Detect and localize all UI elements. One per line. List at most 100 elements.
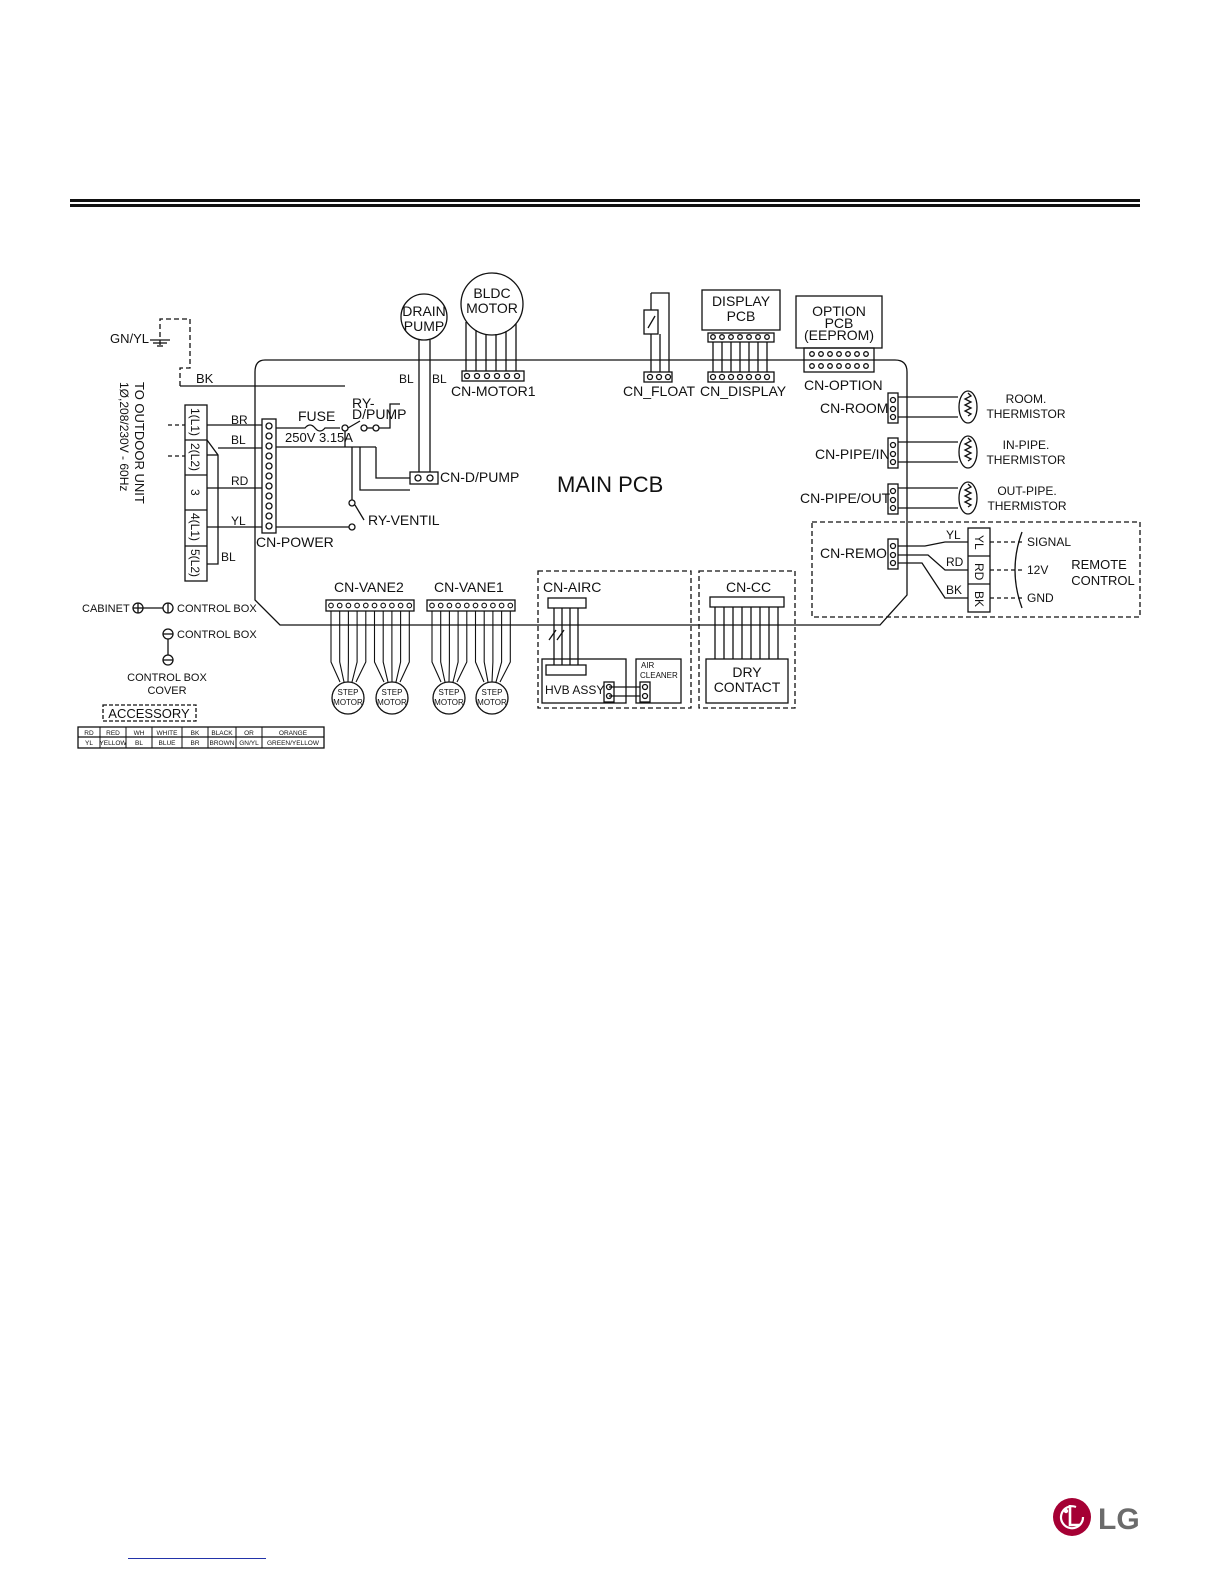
vane-connector-pin: [328, 602, 334, 609]
wire-label-bk: BK: [196, 371, 214, 386]
vane-connector-pin: [345, 602, 352, 609]
vane-connector-pin: [406, 602, 413, 609]
cn-pipe-out-label: CN-PIPE/OUT: [800, 490, 891, 506]
hvb-assy-label: HVB ASSY: [545, 683, 604, 697]
cn-dpump-label: CN-D/PUMP: [440, 469, 519, 485]
wire-label-rd: RD: [231, 474, 249, 488]
terminal-label-5: 5(L2): [188, 549, 202, 577]
air-cleaner-label: AIR: [641, 661, 655, 670]
control-box-cover-label-2: COVER: [147, 685, 186, 697]
bldc-motor-label: BLDC: [473, 285, 510, 301]
pipe-in-thermistor-label: IN-PIPE.: [1003, 438, 1050, 452]
display-pcb-label: DISPLAY: [712, 293, 771, 309]
wire-label-br: BR: [231, 413, 248, 427]
dry-contact-label-2: CONTACT: [714, 679, 781, 695]
vane-connector-pin: [371, 602, 378, 609]
ry-dpump-label-2: D/PUMP: [352, 406, 406, 422]
vane-connector-pin: [463, 602, 470, 609]
cn-motor1-label: CN-MOTOR1: [451, 383, 536, 399]
legend-cell: BR: [190, 740, 199, 747]
legend-cell: BROWN: [210, 740, 235, 747]
step-motor-wire: [351, 611, 358, 683]
cn-float-label: CN_FLOAT: [623, 383, 696, 399]
step-motor-wire: [355, 611, 367, 683]
remote-pin-yl: YL: [972, 535, 986, 550]
cn-airc-label: CN-AIRC: [543, 579, 601, 595]
wire-label-bl-pump-1: BL: [399, 372, 414, 386]
step-motor-label-1: STEP: [338, 688, 359, 697]
remote-wire-rd: RD: [946, 555, 964, 569]
legend-cell: ORANGE: [279, 730, 308, 737]
terminal-label-3: 3: [188, 489, 202, 496]
air-cleaner-label-2: CLEANER: [640, 671, 678, 680]
drain-pump-label-2: PUMP: [404, 318, 444, 334]
legend-cell: RD: [84, 730, 94, 737]
fuse-rating-label: 250V 3.15A: [285, 430, 353, 445]
vane-connector-pin: [397, 602, 404, 609]
remote-control-label: REMOTE: [1071, 557, 1127, 572]
step-motor-wire: [339, 611, 345, 683]
cabinet-label: CABINET: [82, 603, 130, 615]
cn-pipe-in-label: CN-PIPE/IN: [815, 446, 890, 462]
wire-label-yl: YL: [231, 514, 246, 528]
wiring-diagram: MAIN PCB DRAIN PUMP BLDC MOTOR DISPLAY P…: [77, 272, 1141, 749]
vane-connector-pin: [336, 602, 343, 609]
step-motor-wire: [499, 611, 511, 683]
vane-connector-pin: [429, 602, 435, 609]
legend-cell: BK: [191, 730, 200, 737]
vane-connector-pin: [498, 602, 505, 609]
legend-cell: WH: [134, 730, 145, 737]
step-motor-label-3b: MOTOR: [434, 698, 464, 707]
step-motor-wire: [330, 611, 341, 683]
remote-pin-bk: BK: [972, 591, 986, 607]
step-motor-wire: [382, 611, 389, 683]
legend-cell: RED: [106, 730, 120, 737]
lg-logo: LG: [1053, 1498, 1140, 1536]
legend-cell: OR: [244, 730, 254, 737]
option-pcb-label-3: (EEPROM): [804, 327, 874, 343]
terminal-label-2: 2(L2): [188, 443, 202, 471]
step-motor-wire: [474, 611, 485, 683]
pipe-out-thermistor-label-2: THERMISTOR: [987, 499, 1066, 513]
vane-connector-pin: [455, 602, 461, 609]
header-rule-top: [70, 199, 1140, 202]
cn-option-label: CN-OPTION: [804, 377, 883, 393]
terminal-label-4: 4(L1): [188, 513, 202, 541]
cn-power-label: CN-POWER: [256, 534, 334, 550]
control-box-cover-label: CONTROL BOX: [127, 672, 207, 684]
step-motor-wire: [395, 611, 402, 683]
vane-connector-pin: [354, 602, 360, 609]
step-motor-wire: [440, 611, 446, 683]
remote-gnd-label: GND: [1027, 591, 1054, 605]
lg-logo-text: LG: [1098, 1503, 1140, 1536]
legend-cell: BLACK: [211, 730, 233, 737]
cn-remo-label: CN-REMO: [820, 545, 887, 561]
legend-cell: GREEN/YELLOW: [267, 740, 320, 747]
step-motor-label-2b: MOTOR: [377, 698, 407, 707]
pipe-out-thermistor-label: OUT-PIPE.: [997, 484, 1056, 498]
step-motor-label-4: STEP: [482, 688, 503, 697]
vane-connector-pin: [481, 602, 488, 609]
step-motor-label-4b: MOTOR: [477, 698, 507, 707]
legend-cell: BLUE: [159, 740, 177, 747]
remote-12v-label: 12V: [1027, 563, 1048, 577]
remote-control-label-2: CONTROL: [1071, 573, 1135, 588]
remote-pin-rd: RD: [972, 563, 986, 581]
option-pcb-label: OPTION: [812, 303, 866, 319]
step-motor-wire: [483, 611, 489, 683]
vane-connector-pin: [380, 602, 387, 609]
vane-connector-pin: [472, 602, 479, 609]
wire-label-bl-pump-2: BL: [432, 372, 447, 386]
dry-contact-label: DRY: [732, 664, 762, 680]
main-pcb-label: MAIN PCB: [557, 472, 663, 497]
bldc-motor-label-2: MOTOR: [466, 300, 518, 316]
step-motor-wire: [373, 611, 385, 683]
remote-wire-bk: BK: [946, 583, 962, 597]
control-box-label: CONTROL BOX: [177, 603, 257, 615]
pipe-in-thermistor-label-2: THERMISTOR: [986, 453, 1065, 467]
step-motor-wire: [491, 611, 494, 683]
room-thermistor-label: ROOM.: [1006, 392, 1047, 406]
vane-connector-pin: [362, 602, 369, 609]
cn-room-label: CN-ROOM: [820, 400, 888, 416]
gn-yl-label: GN/YL: [110, 331, 149, 346]
